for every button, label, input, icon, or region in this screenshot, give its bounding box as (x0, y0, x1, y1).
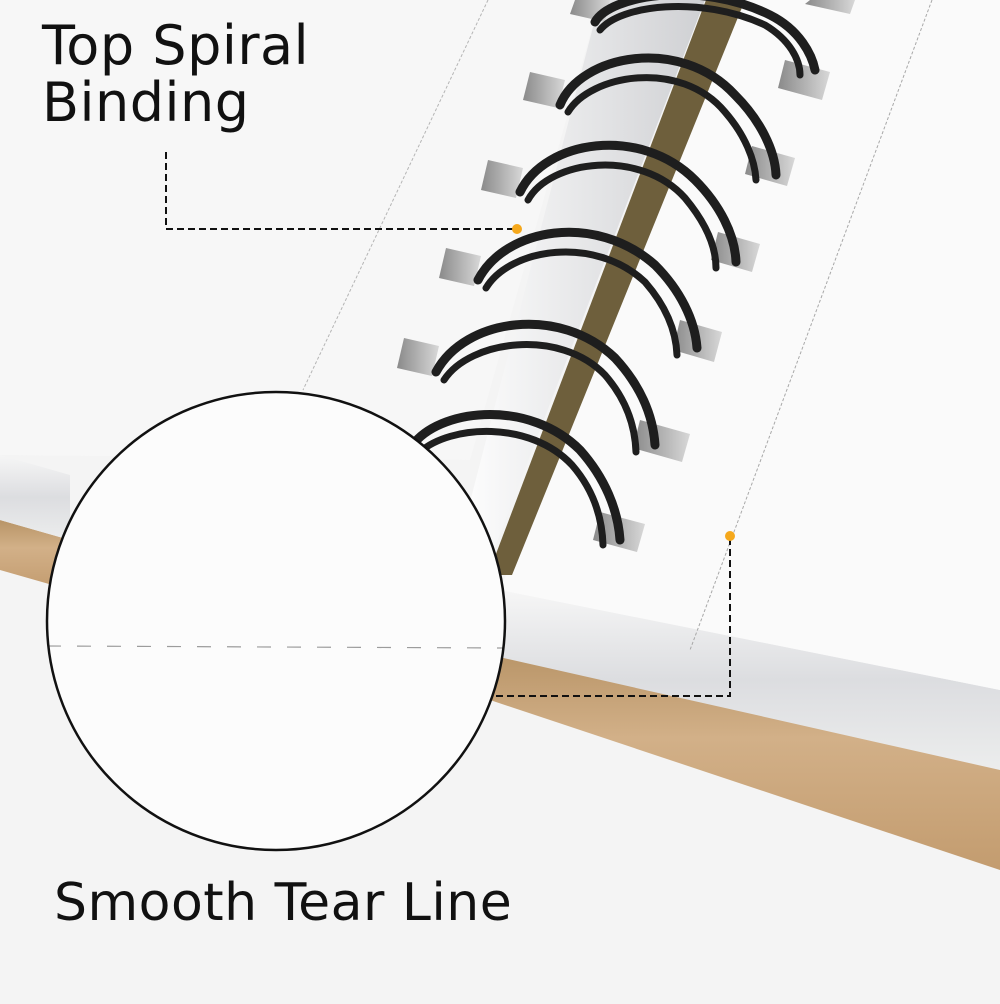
marker-dot-spiral (512, 224, 522, 234)
leader-line-tear (496, 537, 731, 697)
spiral-wire-loops (410, 0, 820, 549)
page-stack-left (0, 455, 70, 540)
callout-label-line1: Top Spiral (42, 14, 310, 77)
punch-holes-right (593, 0, 855, 552)
callout-label-smooth-tear-line: Smooth Tear Line (54, 873, 513, 933)
callout-label-line2: Binding (42, 70, 250, 134)
page-stack-right (490, 590, 1000, 770)
punch-holes-left (397, 0, 610, 376)
marker-dot-tear (725, 531, 735, 541)
kraft-board-right (490, 650, 1000, 870)
callout-label-top-spiral-binding: Top Spiral Binding (42, 14, 310, 134)
page-right (500, 0, 1000, 690)
magnifier-zoom (45, 390, 507, 852)
perforation-line-left (302, 0, 489, 391)
leader-line-spiral (165, 152, 516, 230)
